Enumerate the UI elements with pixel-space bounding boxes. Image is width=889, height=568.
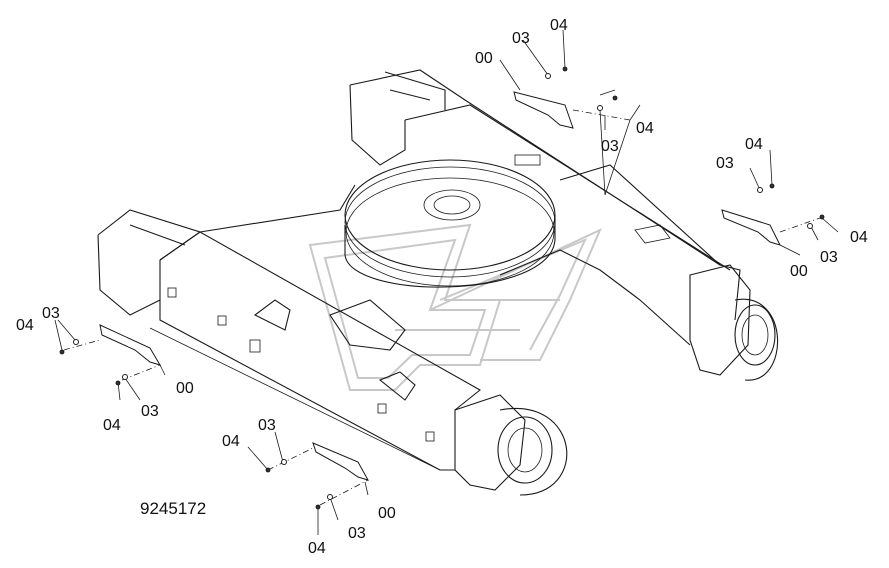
bolt-icon: [265, 467, 271, 473]
bolt-icon: [315, 504, 321, 510]
bolt-icon: [819, 214, 825, 220]
callout-label: 03: [601, 138, 619, 155]
callout-label: 04: [222, 433, 240, 450]
callout-label: 03: [141, 403, 159, 420]
callout-label: 00: [475, 50, 493, 67]
callout-label: 03: [42, 305, 60, 322]
callout-label: 00: [378, 505, 396, 522]
frame-opening: [378, 371, 416, 401]
callout-label: 03: [716, 155, 734, 172]
callout-label: 03: [348, 525, 366, 542]
washer-icon: [122, 374, 128, 380]
washer-icon: [327, 494, 333, 500]
callout-label: 04: [636, 120, 654, 137]
callouts: 00 03 04 03 04 03 04 00 03 04 04 03 00 0…: [16, 17, 868, 557]
callout-label: 00: [176, 380, 194, 397]
bolt-icon: [612, 95, 618, 101]
washer-icon: [73, 339, 79, 345]
guard-plate-left: [99, 324, 162, 366]
washer-icon: [545, 73, 551, 79]
bolt-icon: [769, 183, 775, 189]
leader-lines: [54, 29, 839, 535]
callout-label: 04: [16, 317, 34, 334]
bolt-icon: [562, 66, 568, 72]
callout-label: 00: [790, 263, 808, 280]
bolt-icon: [59, 349, 65, 355]
guard-plate-bottom: [312, 442, 370, 481]
watermark-logo: [308, 223, 602, 391]
guard-plate-right: [721, 209, 781, 246]
callout-label: 04: [308, 540, 326, 557]
drawing-number: 9245172: [140, 499, 206, 518]
callout-label: 03: [820, 249, 838, 266]
callout-label: 03: [512, 30, 530, 47]
washer-icon: [281, 459, 287, 465]
bolt-icon: [115, 380, 121, 386]
hardware: [59, 66, 825, 510]
track-frame: [97, 69, 779, 496]
washer-icon: [807, 223, 813, 229]
callout-label: 04: [745, 136, 763, 153]
frame-opening: [253, 299, 291, 331]
callout-label: 04: [103, 417, 121, 434]
callout-label: 04: [850, 229, 868, 246]
guard-plate-top: [513, 91, 574, 129]
callout-label: 04: [550, 17, 568, 34]
washer-icon: [757, 187, 763, 193]
washer-icon: [597, 105, 603, 111]
callout-label: 03: [258, 417, 276, 434]
